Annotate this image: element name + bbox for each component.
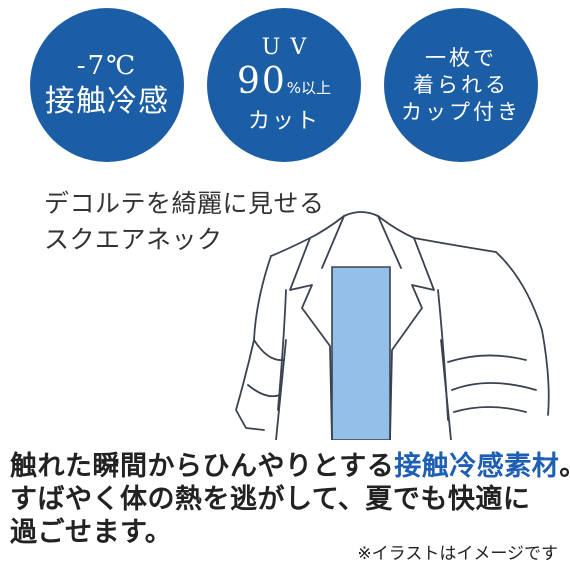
uv-percentage: 90%以上 [237,62,331,108]
caption-line-1: デコルテを綺麗に見せる [44,189,325,218]
description-line-3: 過ごせます。 [10,517,173,548]
uv-percentage-number: 90 [236,61,287,102]
description-line-1-post: 。 [559,451,570,482]
cooling-material-highlight: 接触冷感素材 [394,451,560,482]
cooling-badge: -7℃ 接触冷感 [30,8,184,162]
built-in-cup-badge: 一枚で 着られる カップ付き [384,8,538,162]
cup-line-3: カップ付き [401,99,521,124]
cooling-temperature: -7℃ [76,51,138,81]
uv-cut-label: カット [247,109,320,134]
description-line-1: 触れた瞬間からひんやりとする接触冷感素材。 [10,450,570,483]
neckline-caption: デコルテを綺麗に見せる スクエアネック [44,186,325,258]
product-description: 触れた瞬間からひんやりとする接触冷感素材。 すばやく体の熱を逃がして、夏でも快適… [10,450,570,549]
caption-line-2: スクエアネック [44,225,223,254]
uv-percentage-unit: %以上 [286,79,332,97]
cup-line-1: 一枚で [425,45,497,70]
cup-line-2: 着られる [413,72,509,97]
camisole-shape [331,266,391,440]
description-line-1-pre: 触れた瞬間からひんやりとする [10,451,395,482]
jacket-with-camisole-illustration [235,211,550,440]
uv-label: UV [261,35,317,60]
illustration-note: ※イラストはイメージです [357,544,558,564]
uv-cut-badge: UV 90%以上 カット [207,8,361,162]
description-line-2: すばやく体の熱を逃がして、夏でも快適に [10,484,531,515]
cooling-label: 接触冷感 [45,84,169,119]
